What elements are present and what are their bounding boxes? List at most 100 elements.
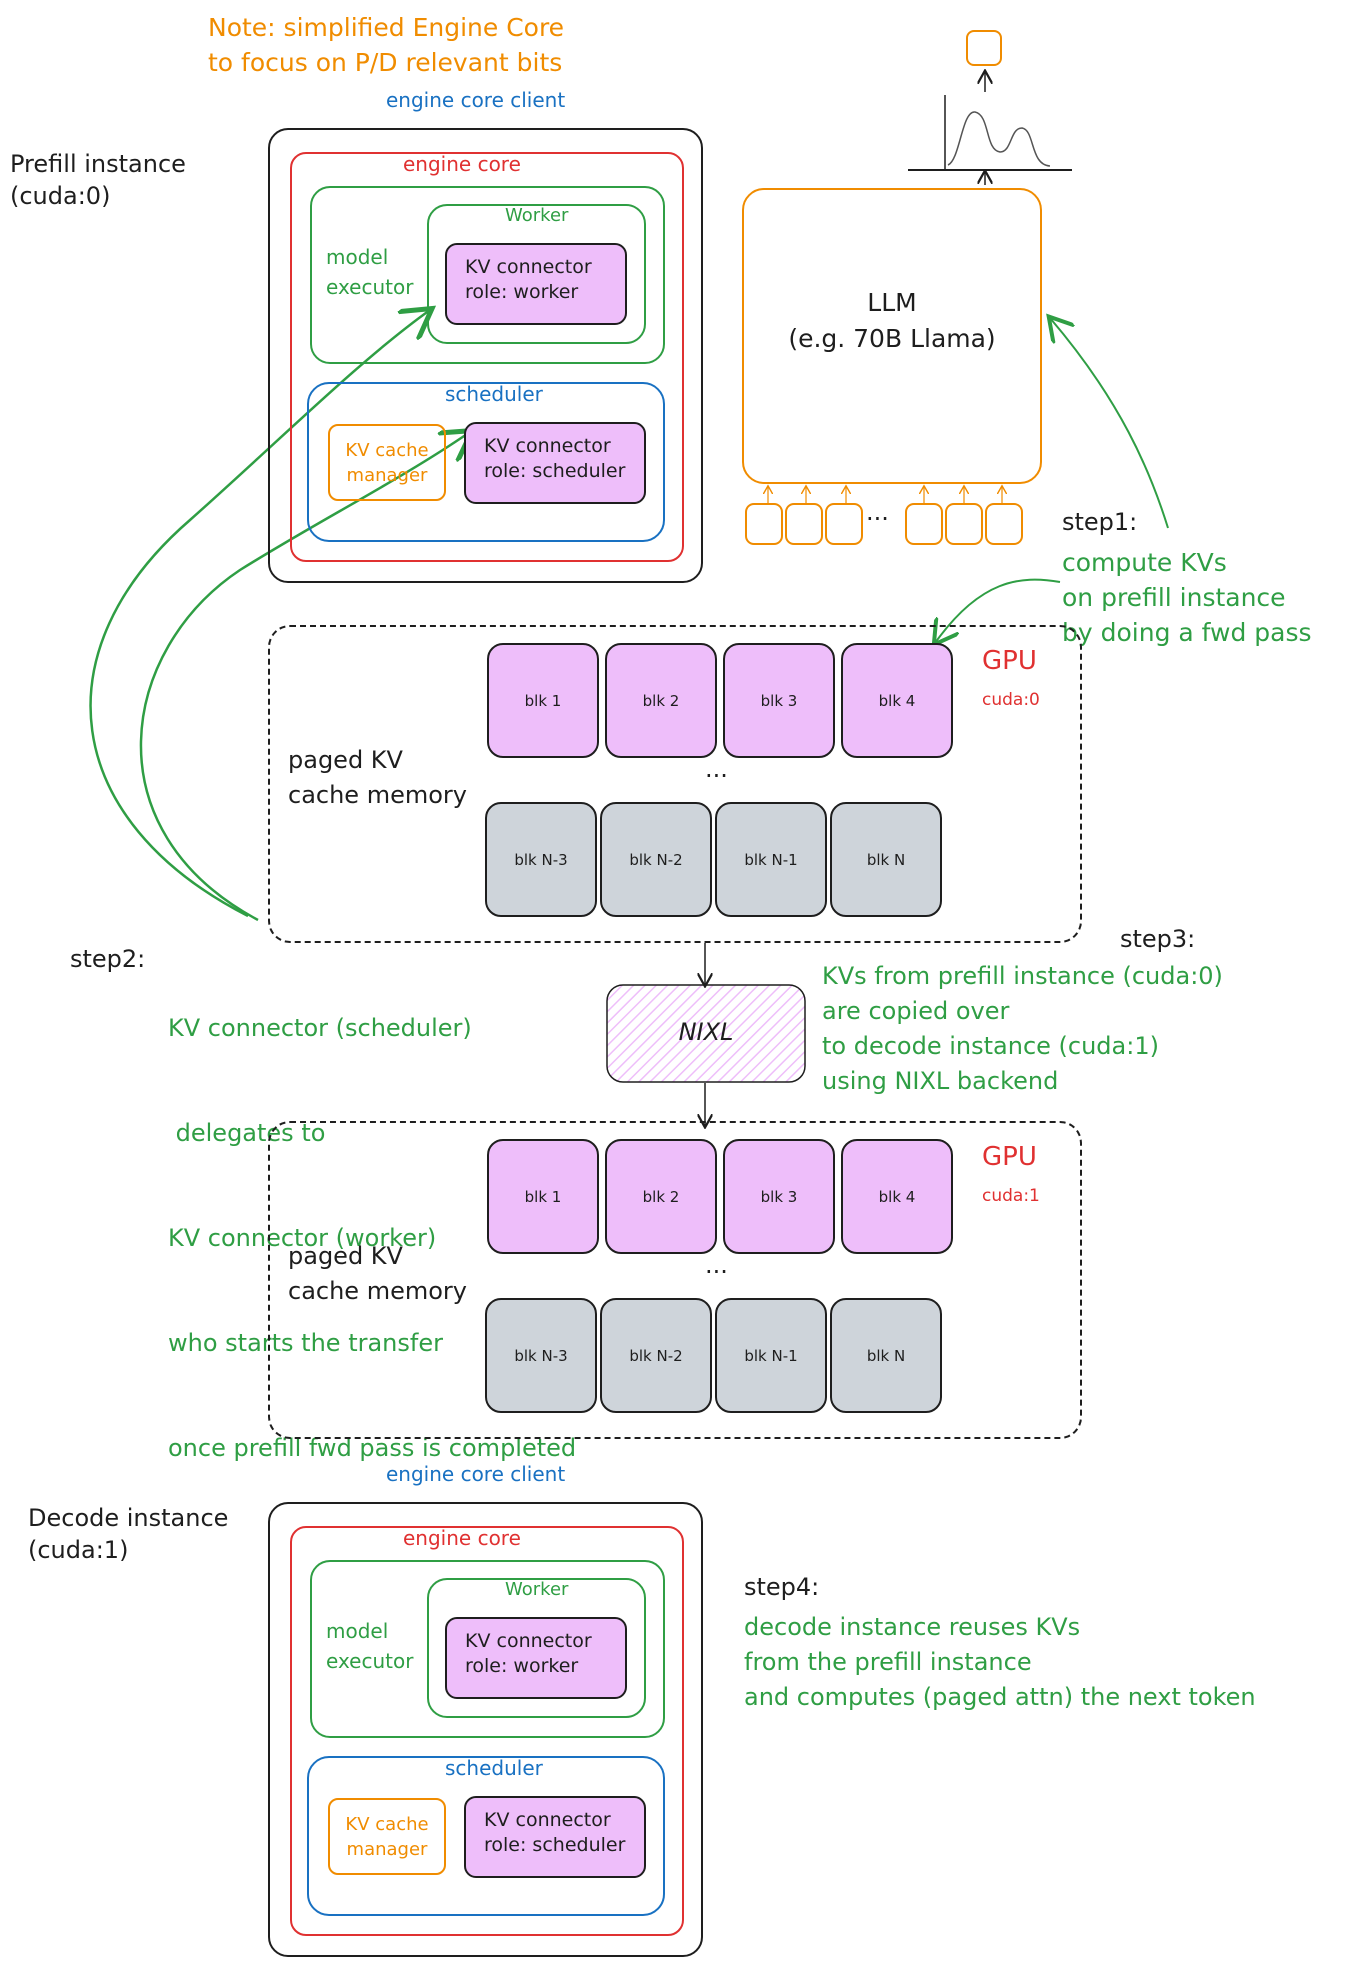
prefill-engine-core-label: engine core xyxy=(403,152,521,176)
prefill-paged-kv-memory-box xyxy=(268,625,1082,943)
note-line-1: Note: simplified Engine Core xyxy=(208,13,565,42)
prefill-kv-cache-mgr-line-2: manager xyxy=(346,465,428,486)
nixl-label: NIXL xyxy=(678,1018,734,1046)
decode-block: blk 4 xyxy=(841,1139,953,1254)
decode-kv-sched-line-1: KV connector xyxy=(484,1809,611,1831)
prefill-kv-cache-mgr-line-1: KV cache xyxy=(345,440,429,461)
prefill-worker-label: Worker xyxy=(505,205,569,226)
prefill-model-executor-label: model executor xyxy=(326,242,413,302)
decode-kv-worker-line-1: KV connector xyxy=(465,1630,592,1652)
prefill-block: blk 2 xyxy=(605,643,717,758)
prefill-kv-sched-line-2: role: scheduler xyxy=(484,460,626,482)
prefill-instance-title: Prefill instance xyxy=(10,150,186,178)
prefill-block: blk 3 xyxy=(723,643,835,758)
decode-gpu-device: cuda:1 xyxy=(982,1186,1040,1206)
step1-arrow-to-llm xyxy=(1050,318,1169,529)
prefill-engine-core-client-box xyxy=(268,128,703,583)
token-input-arrows xyxy=(768,487,1002,503)
input-token-box xyxy=(945,503,983,545)
note-line-2: to focus on P/D relevant bits xyxy=(208,48,563,77)
step2-arrow-to-kv-worker xyxy=(89,310,430,918)
prefill-block: blk N-2 xyxy=(600,802,712,917)
decode-gpu-label: GPU xyxy=(982,1142,1037,1172)
input-token-box xyxy=(985,503,1023,545)
decode-paged-kv-memory-box xyxy=(268,1121,1082,1439)
decode-engine-core-client-label: engine core client xyxy=(386,1462,566,1486)
decode-scheduler-box xyxy=(307,1756,665,1916)
llm-label-line-2: (e.g. 70B Llama) xyxy=(788,324,996,353)
decode-block: blk N-3 xyxy=(485,1298,597,1413)
decode-paged-kv-line-1: paged KV xyxy=(288,1242,403,1270)
step2-title: step2: xyxy=(70,945,146,973)
step1-arrow-to-blocks xyxy=(935,578,1061,643)
prefill-kv-worker-line-1: KV connector xyxy=(465,256,592,278)
step2-arrow-to-kv-scheduler xyxy=(139,432,470,922)
prefill-block: blk 1 xyxy=(487,643,599,758)
step3-line-3: to decode instance (cuda:1) xyxy=(822,1032,1159,1060)
prefill-kv-connector-scheduler: KV connector role: scheduler xyxy=(464,422,646,504)
step3-line-4: using NIXL backend xyxy=(822,1067,1059,1095)
step1-line-2: on prefill instance xyxy=(1062,583,1286,612)
decode-model-executor-line-2: executor xyxy=(326,1649,414,1673)
decode-block: blk N xyxy=(830,1298,942,1413)
prefill-engine-core-box xyxy=(290,152,684,562)
prefill-paged-kv-label: paged KV cache memory xyxy=(288,743,467,813)
decode-paged-kv-line-2: cache memory xyxy=(288,1277,467,1305)
decode-kv-connector-scheduler: KV connector role: scheduler xyxy=(464,1796,646,1878)
decode-model-executor-line-1: model xyxy=(326,1619,389,1643)
step1-text: compute KVs on prefill instance by doing… xyxy=(1062,545,1312,650)
input-token-ellipsis: ... xyxy=(866,498,889,526)
step2-line-3: KV connector (worker) xyxy=(168,1224,437,1252)
decode-engine-core-client-box xyxy=(268,1502,703,1957)
decode-kv-cache-manager: KV cache manager xyxy=(328,1798,446,1875)
step1-line-1: compute KVs xyxy=(1062,548,1227,577)
step4-line-2: from the prefill instance xyxy=(744,1648,1032,1676)
decode-block-ellipsis: ... xyxy=(705,1251,728,1279)
decode-block: blk 3 xyxy=(723,1139,835,1254)
decode-kv-cache-mgr-line-1: KV cache xyxy=(345,1814,429,1835)
decode-block: blk N-2 xyxy=(600,1298,712,1413)
input-token-box xyxy=(905,503,943,545)
step4-title: step4: xyxy=(744,1573,820,1601)
llm-label: LLM (e.g. 70B Llama) xyxy=(742,285,1042,357)
decode-engine-core-box xyxy=(290,1526,684,1936)
prefill-block: blk N-1 xyxy=(715,802,827,917)
step2-line-4: who starts the transfer xyxy=(168,1329,443,1357)
prefill-kv-worker-line-2: role: worker xyxy=(465,281,579,303)
step1-line-3: by doing a fwd pass xyxy=(1062,618,1312,647)
prefill-scheduler-label: scheduler xyxy=(445,382,543,406)
prefill-block: blk N-3 xyxy=(485,802,597,917)
step1-title: step1: xyxy=(1062,508,1138,536)
nixl-box-fill xyxy=(606,984,806,1083)
decode-instance-label: Decode instance (cuda:1) xyxy=(28,1502,228,1566)
decode-model-executor-label: model executor xyxy=(326,1616,413,1676)
decode-block: blk 2 xyxy=(605,1139,717,1254)
step3-line-2: are copied over xyxy=(822,997,1010,1025)
prefill-worker-box xyxy=(427,204,646,344)
prefill-kv-sched-line-1: KV connector xyxy=(484,435,611,457)
decode-kv-connector-worker: KV connector role: worker xyxy=(445,1617,627,1699)
prefill-instance-label: Prefill instance (cuda:0) xyxy=(10,148,186,212)
step3-title: step3: xyxy=(1120,925,1196,953)
step4-line-3: and computes (paged attn) the next token xyxy=(744,1683,1256,1711)
prefill-model-executor-line-2: executor xyxy=(326,275,414,299)
prefill-paged-kv-line-2: cache memory xyxy=(288,781,467,809)
prefill-model-executor-line-1: model xyxy=(326,245,389,269)
decode-scheduler-label: scheduler xyxy=(445,1756,543,1780)
prefill-kv-cache-manager: KV cache manager xyxy=(328,424,446,501)
llm-label-line-1: LLM xyxy=(867,288,917,317)
decode-instance-title: Decode instance xyxy=(28,1504,229,1532)
prefill-model-executor-box xyxy=(310,186,665,364)
decode-paged-kv-label: paged KV cache memory xyxy=(288,1239,467,1309)
prefill-instance-device: (cuda:0) xyxy=(10,182,111,210)
decode-kv-cache-mgr-line-2: manager xyxy=(346,1839,428,1860)
step2-line-1: KV connector (scheduler) xyxy=(168,1014,472,1042)
decode-worker-label: Worker xyxy=(505,1579,569,1600)
decode-model-executor-box xyxy=(310,1560,665,1738)
decode-engine-core-label: engine core xyxy=(403,1526,521,1550)
decode-kv-worker-line-2: role: worker xyxy=(465,1655,579,1677)
output-distribution-chart xyxy=(908,72,1072,185)
prefill-block: blk N xyxy=(830,802,942,917)
llm-box xyxy=(742,188,1042,484)
